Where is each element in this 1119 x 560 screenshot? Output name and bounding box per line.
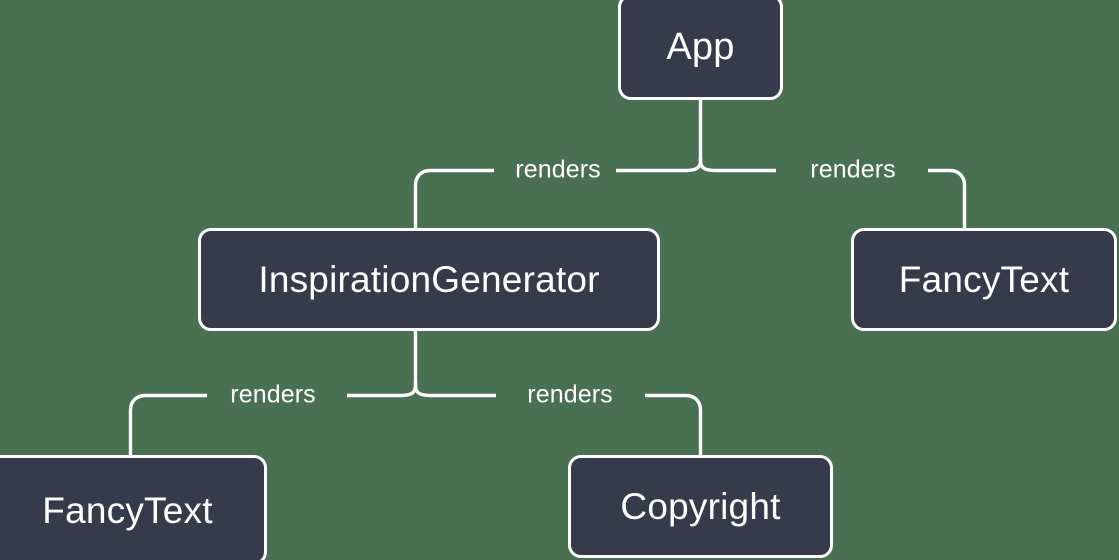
node-fancy-text-bottom-left[interactable]: FancyText <box>0 455 267 560</box>
edge-inspiration-to-fancytext <box>128 393 207 455</box>
node-inspiration-generator-label: InspirationGenerator <box>258 259 600 300</box>
node-fancy-text-right[interactable]: FancyText <box>851 228 1117 331</box>
node-fancy-text-right-label: FancyText <box>898 259 1070 300</box>
edge-label-app-to-inspiration: renders <box>515 155 601 184</box>
node-app-label: App <box>666 26 735 68</box>
node-inspiration-generator[interactable]: InspirationGenerator <box>198 228 660 331</box>
edge-app-to-fancytext <box>928 168 967 228</box>
edge-app-to-inspiration <box>413 168 494 228</box>
edge-inspiration-junction-left <box>347 382 418 398</box>
edge-inspiration-junction-right <box>413 382 496 398</box>
node-copyright[interactable]: Copyright <box>568 455 833 558</box>
edge-label-inspiration-to-copyright: renders <box>527 380 613 409</box>
node-app[interactable]: App <box>618 0 783 100</box>
edge-inspiration-to-copyright <box>645 393 703 455</box>
node-fancy-text-bottom-left-label: FancyText <box>42 489 213 531</box>
edge-app-junction-left <box>616 157 703 173</box>
edge-label-app-to-fancytext: renders <box>810 155 896 184</box>
node-copyright-label: Copyright <box>620 486 781 527</box>
edge-app-junction-right <box>698 157 776 173</box>
edge-label-inspiration-to-fancytext: renders <box>230 380 316 409</box>
